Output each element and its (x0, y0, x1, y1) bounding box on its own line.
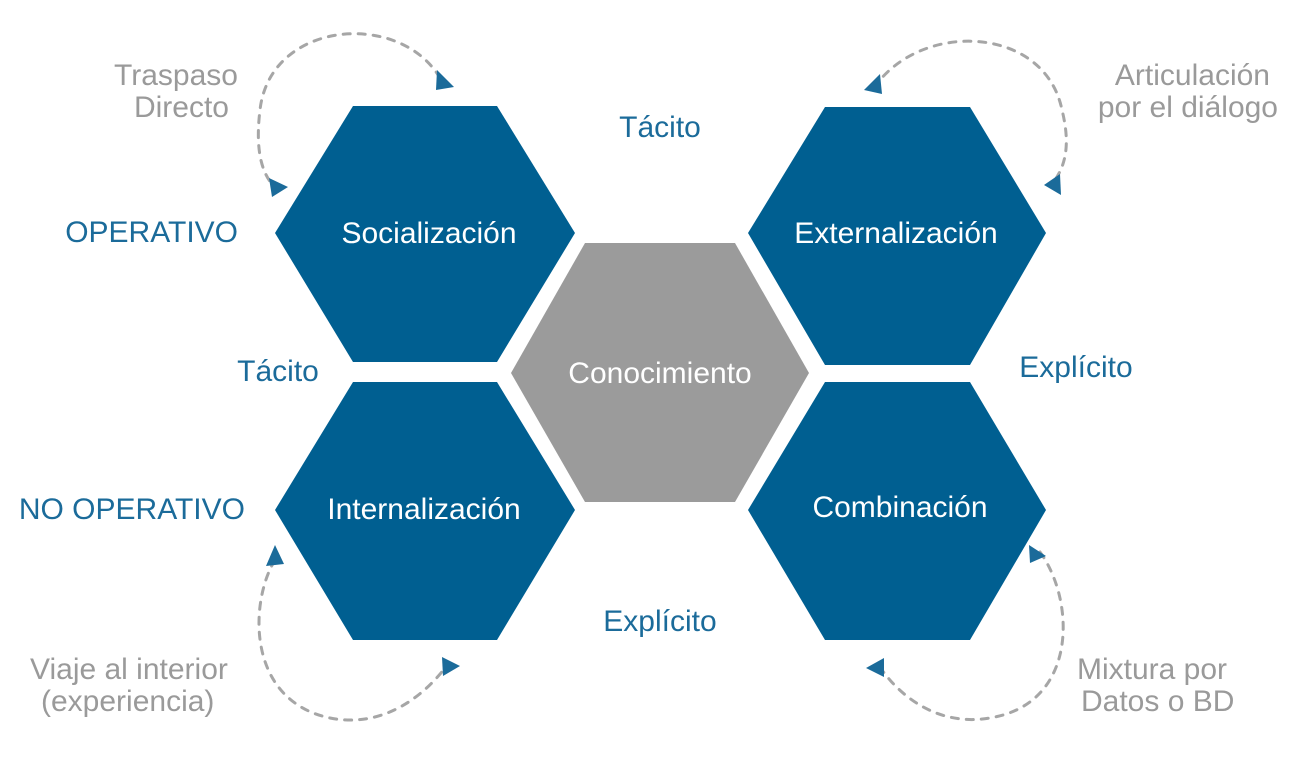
hexagon-socializacion (275, 106, 575, 362)
note-articulacion-line2: por el diálogo (1098, 91, 1278, 124)
hexagon-combinacion (748, 382, 1046, 640)
note-traspaso-line1: Traspaso (114, 59, 238, 92)
label-conocimiento: Conocimiento (568, 357, 751, 390)
loop-combinacion (880, 550, 1065, 722)
arrow-head-socializacion-left (269, 178, 288, 197)
label-internalizacion: Internalización (327, 493, 520, 526)
note-traspaso-line2: Directo (134, 91, 229, 124)
note-viaje-line1: Viaje al interior (30, 653, 228, 686)
note-mixtura-line1: Mixtura por (1077, 653, 1227, 686)
arrow-head-combinacion-bottom (866, 658, 884, 677)
arrow-head-externalizacion-right (1044, 174, 1061, 195)
axis-label-explicito-right: Explícito (1019, 351, 1132, 384)
arrow-head-externalizacion-top (864, 74, 882, 94)
label-combinacion: Combinación (812, 491, 987, 524)
axis-label-explicito-bottom: Explícito (603, 605, 716, 638)
loop-internalizacion (257, 558, 447, 722)
hexagon-externalizacion (748, 107, 1046, 365)
arrow-head-combinacion-right (1029, 545, 1046, 563)
hexagon-internalizacion (275, 382, 575, 640)
label-socializacion: Socialización (341, 217, 516, 250)
axis-label-no-operativo: NO OPERATIVO (19, 493, 245, 526)
loop-externalizacion (872, 39, 1068, 186)
note-articulacion-line1: Articulación (1115, 59, 1270, 92)
axis-label-tacito-top: Tácito (619, 111, 701, 144)
loop-socializacion (256, 32, 442, 186)
arrow-head-internalizacion-bottom (442, 657, 460, 676)
note-mixtura-line2: Datos o BD (1081, 685, 1234, 718)
hexagon-conocimiento (511, 243, 809, 502)
axis-label-operativo: OPERATIVO (65, 216, 238, 249)
arrow-head-internalizacion-left (266, 545, 284, 566)
arrow-head-socializacion-top (436, 70, 454, 90)
axis-label-tacito-left: Tácito (237, 355, 319, 388)
note-viaje-line2: (experiencia) (41, 685, 214, 718)
label-externalizacion: Externalización (794, 217, 997, 250)
